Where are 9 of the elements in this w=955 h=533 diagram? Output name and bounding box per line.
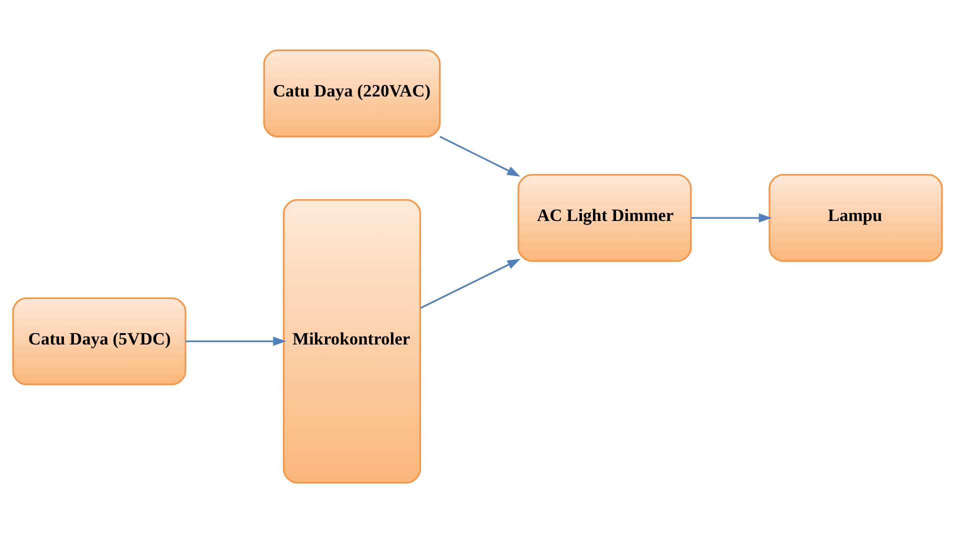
node-box: AC Light Dimmer — [518, 174, 692, 262]
arrow — [420, 258, 520, 309]
node-box: Catu Daya (220VAC) — [263, 50, 441, 138]
node-box: Lampu — [768, 174, 943, 262]
arrow — [691, 213, 772, 223]
node-box: Mikrokontroler — [282, 199, 421, 484]
arrow — [440, 136, 520, 177]
node-box: Catu Daya (5VDC) — [12, 297, 186, 386]
arrow — [186, 336, 286, 346]
